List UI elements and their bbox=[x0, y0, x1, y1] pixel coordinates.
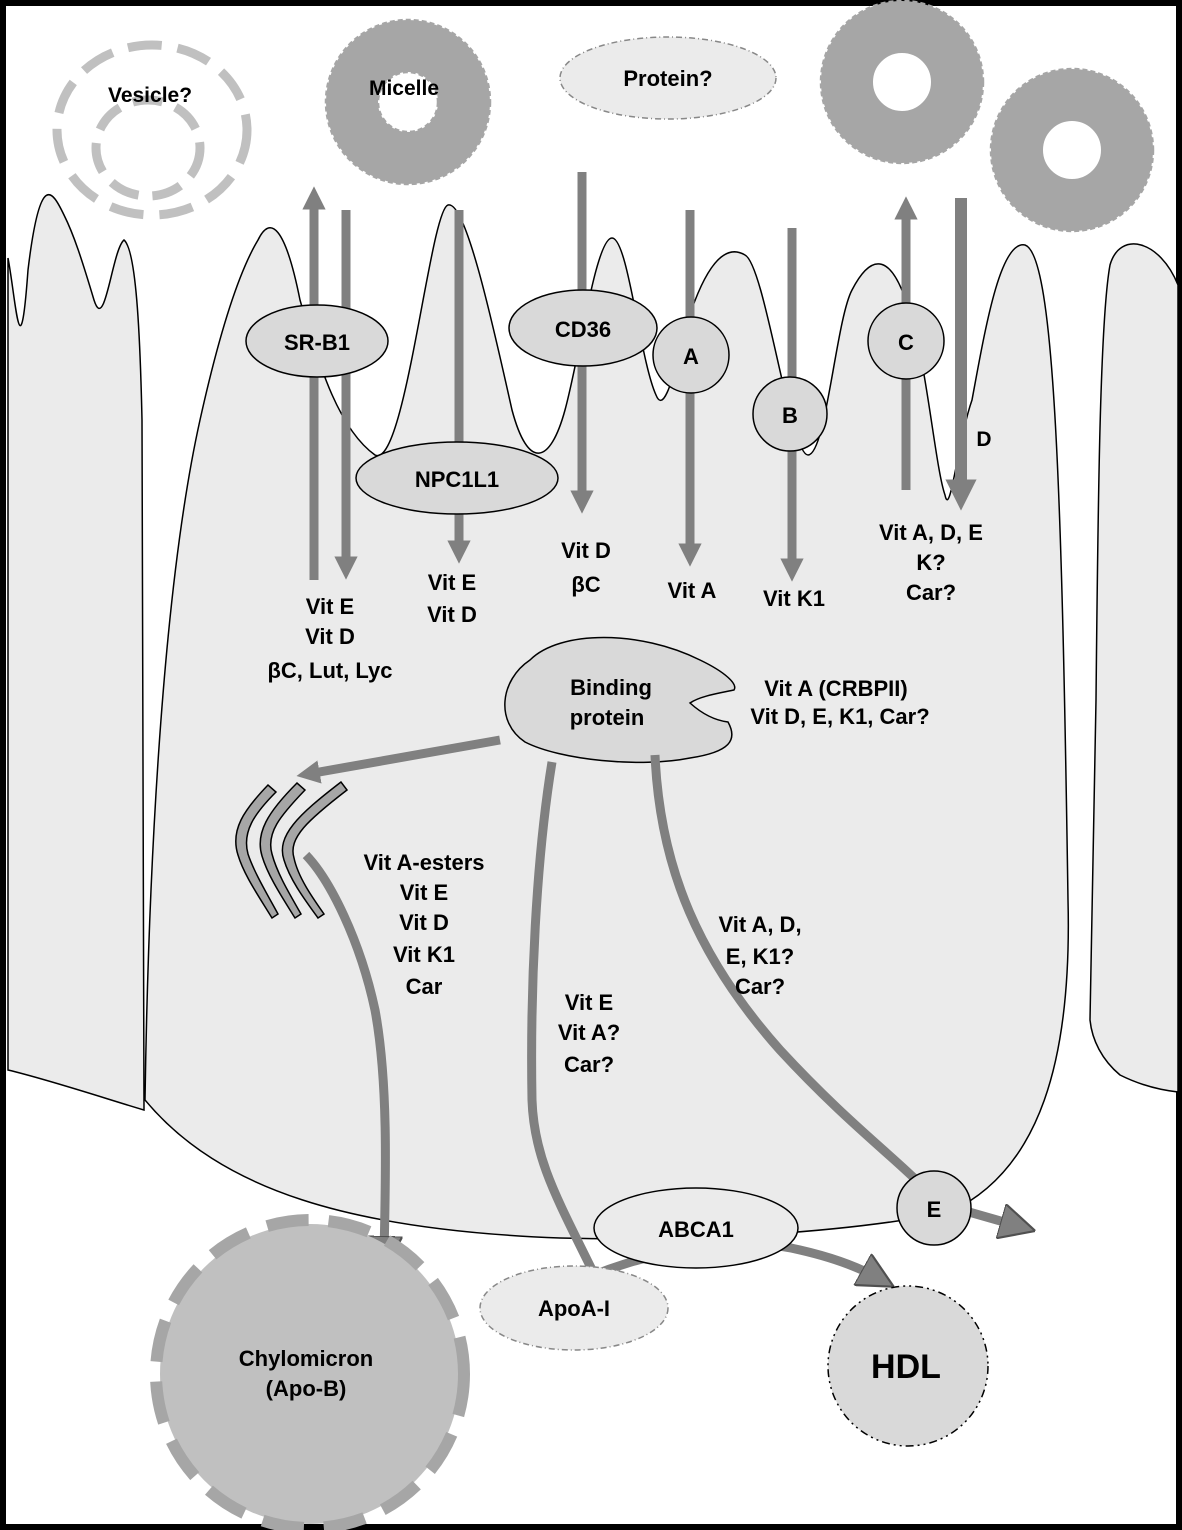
right-neighbor-cell bbox=[1089, 243, 1179, 1093]
binding-to-golgi-arrow bbox=[296, 735, 501, 784]
svg-text:Vit A-esters: Vit A-esters bbox=[363, 850, 484, 875]
npc1l1-transporter: NPC1L1 bbox=[355, 441, 559, 515]
golgi-to-chylomicron-arrow bbox=[302, 851, 385, 1254]
chylomicron: Chylomicron (Apo-B) bbox=[150, 1214, 470, 1530]
npc1l1-cargo: Vit E Vit D bbox=[427, 570, 477, 627]
svg-text:βC, Lut, Lyc: βC, Lut, Lyc bbox=[267, 658, 392, 683]
cd36-transporter: CD36 bbox=[508, 289, 658, 367]
svg-text:HDL: HDL bbox=[871, 1348, 941, 1386]
svg-text:Binding: Binding bbox=[570, 675, 652, 700]
svg-text:Vit D: Vit D bbox=[305, 624, 355, 649]
svg-text:Vit E: Vit E bbox=[428, 570, 477, 595]
b-cargo: Vit K1 bbox=[763, 586, 825, 611]
cd36-label: CD36 bbox=[555, 317, 611, 342]
svg-text:Vit D: Vit D bbox=[427, 602, 477, 627]
svg-text:Car?: Car? bbox=[564, 1052, 614, 1077]
transporter-b: B bbox=[752, 376, 828, 452]
transporter-a-label: A bbox=[683, 344, 699, 369]
svg-text:E, K1?: E, K1? bbox=[726, 944, 794, 969]
svg-text:ApoA-I: ApoA-I bbox=[538, 1296, 610, 1321]
apoa1: ApoA-I bbox=[479, 1265, 669, 1351]
vesicle-label: Vesicle? bbox=[108, 84, 192, 107]
svg-text:βC: βC bbox=[571, 572, 600, 597]
transporter-c: C bbox=[867, 302, 945, 380]
transporter-e: E bbox=[896, 1170, 972, 1246]
binding-protein: Binding protein bbox=[504, 636, 736, 764]
left-neighbor-cell bbox=[7, 194, 145, 1112]
abca1-path-cargo: Vit E Vit A? Car? bbox=[558, 990, 620, 1077]
svg-text:Vit D: Vit D bbox=[399, 910, 449, 935]
transporter-c-label: C bbox=[898, 330, 914, 355]
svg-text:Car?: Car? bbox=[735, 974, 785, 999]
svg-text:protein: protein bbox=[570, 705, 645, 730]
svg-text:Chylomicron: Chylomicron bbox=[239, 1346, 373, 1371]
svg-text:K?: K? bbox=[916, 550, 945, 575]
cd-cargo: Vit A, D, E K? Car? bbox=[879, 520, 983, 605]
binding-targets: Vit A (CRBPII) Vit D, E, K1, Car? bbox=[750, 676, 929, 729]
svg-text:E: E bbox=[927, 1197, 942, 1222]
svg-text:(Apo-B): (Apo-B) bbox=[266, 1376, 347, 1401]
svg-text:Vit A, D,: Vit A, D, bbox=[718, 912, 801, 937]
abca1-transporter: ABCA1 bbox=[593, 1187, 799, 1269]
svg-text:Vit D: Vit D bbox=[561, 538, 611, 563]
cd36-cargo: Vit D βC bbox=[561, 538, 611, 597]
svg-text:Vit E: Vit E bbox=[306, 594, 355, 619]
binding-to-abca1-path bbox=[527, 761, 601, 1280]
svg-text:Vit A (CRBPII): Vit A (CRBPII) bbox=[764, 676, 907, 701]
npc1l1-label: NPC1L1 bbox=[415, 467, 499, 492]
svg-text:Car?: Car? bbox=[906, 580, 956, 605]
srb1-transporter: SR-B1 bbox=[245, 304, 389, 378]
hdl: HDL bbox=[827, 1285, 989, 1447]
svg-text:Vit K1: Vit K1 bbox=[393, 942, 455, 967]
transporter-b-label: B bbox=[782, 403, 798, 428]
golgi-cargo: Vit A-esters Vit E Vit D Vit K1 Car bbox=[363, 850, 484, 999]
micelle-3 bbox=[989, 67, 1155, 233]
svg-text:Vit E: Vit E bbox=[400, 880, 449, 905]
micelle-2 bbox=[819, 0, 985, 165]
a-cargo: Vit A bbox=[668, 578, 717, 603]
binding-to-e-path bbox=[650, 754, 918, 1182]
transporter-d-label: D bbox=[976, 428, 991, 451]
svg-text:ABCA1: ABCA1 bbox=[658, 1217, 734, 1242]
srb1-label: SR-B1 bbox=[284, 330, 350, 355]
transporter-a: A bbox=[652, 316, 730, 394]
micelle-label: Micelle bbox=[369, 77, 439, 100]
svg-text:Vit A, D, E: Vit A, D, E bbox=[879, 520, 983, 545]
micelle-1: Micelle bbox=[324, 18, 492, 186]
svg-text:Vit E: Vit E bbox=[565, 990, 614, 1015]
golgi-apparatus bbox=[234, 780, 349, 920]
svg-text:Car: Car bbox=[406, 974, 443, 999]
protein-label: Protein? bbox=[623, 66, 712, 91]
svg-text:Vit D, E, K1, Car?: Vit D, E, K1, Car? bbox=[750, 704, 929, 729]
svg-text:Vit A?: Vit A? bbox=[558, 1020, 620, 1045]
srb1-cargo: Vit E Vit D βC, Lut, Lyc bbox=[267, 594, 392, 683]
protein: Protein? bbox=[559, 36, 777, 120]
e-path-cargo: Vit A, D, E, K1? Car? bbox=[718, 912, 801, 999]
vesicle: Vesicle? bbox=[52, 40, 252, 220]
